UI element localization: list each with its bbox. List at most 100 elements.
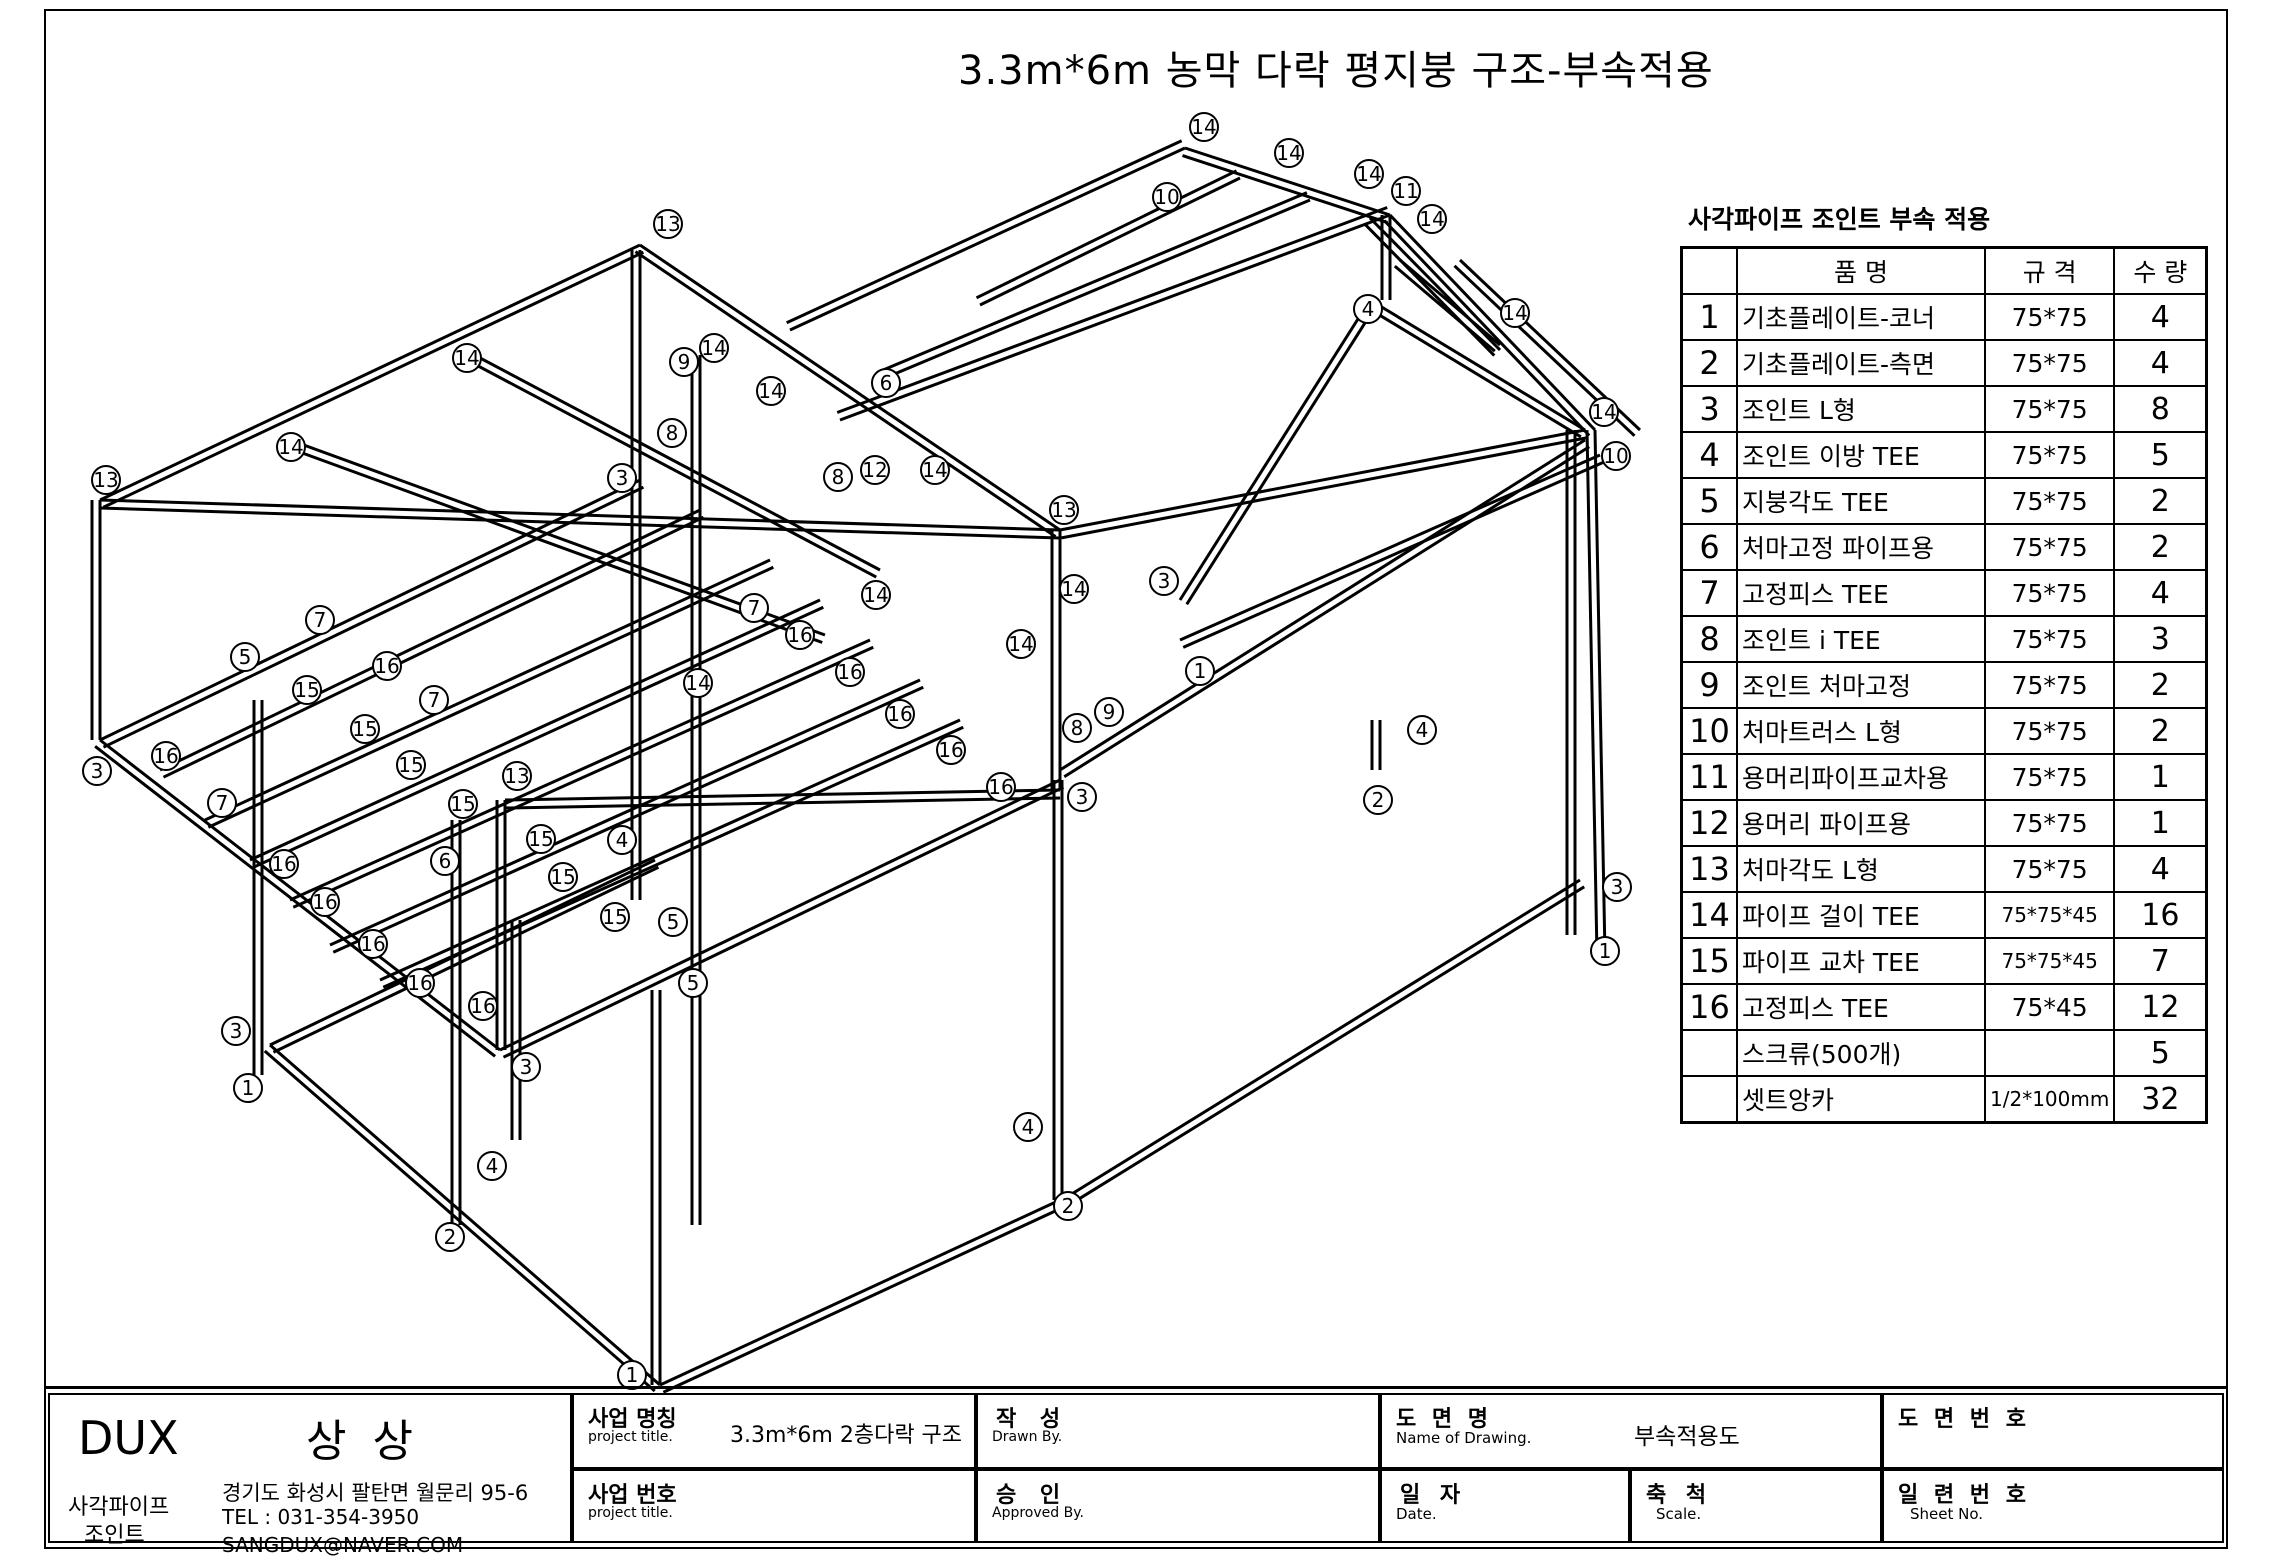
part-callout: 14 [1006, 629, 1036, 659]
part-name: 조인트 이방 TEE [1736, 431, 1986, 479]
part-name: 지붕각도 TEE [1736, 477, 1986, 525]
company-address: 경기도 화성시 팔탄면 월문리 95-6 [222, 1481, 529, 1505]
part-qty: 12 [2113, 983, 2208, 1031]
svg-text:3: 3 [91, 759, 104, 783]
pipe-member [1059, 438, 1586, 772]
part-name: 조인트 i TEE [1736, 615, 1986, 663]
part-callout: 14 [683, 668, 713, 698]
part-callout: 3 [1067, 782, 1097, 812]
part-callout: 14 [1059, 574, 1089, 604]
svg-text:16: 16 [837, 660, 862, 684]
part-callout: 16 [468, 991, 498, 1021]
svg-text:5: 5 [667, 910, 680, 934]
part-callout: 3 [511, 1052, 541, 1082]
svg-text:15: 15 [528, 827, 553, 851]
part-callout: 8 [823, 462, 853, 492]
pipe-member [1383, 219, 1591, 437]
part-spec: 75*75 [1983, 385, 2116, 433]
svg-text:14: 14 [701, 336, 726, 360]
svg-text:11: 11 [1393, 179, 1418, 203]
pipe-member [382, 725, 964, 989]
part-name: 조인트 L형 [1736, 385, 1986, 433]
part-callout: 13 [1049, 495, 1079, 525]
part-callout: 4 [1013, 1112, 1043, 1142]
svg-text:5: 5 [239, 645, 252, 669]
part-qty: 16 [2113, 891, 2208, 939]
svg-text:2: 2 [1372, 788, 1385, 812]
svg-text:15: 15 [450, 792, 475, 816]
pipe-member [659, 1198, 1061, 1387]
svg-text:14: 14 [278, 435, 303, 459]
part-callout: 3 [1149, 566, 1179, 596]
header-name: 품 명 [1736, 246, 1986, 295]
pipe-member [1065, 885, 1585, 1209]
part-spec: 75*75 [1983, 431, 2116, 479]
part-spec: 75*75*45 [1983, 937, 2116, 985]
svg-text:9: 9 [678, 350, 691, 374]
header-no [1680, 246, 1738, 295]
part-name: 고정피스 TEE [1736, 569, 1986, 617]
date-box: 일 자 Date. [1380, 1469, 1630, 1543]
svg-text:3: 3 [520, 1055, 533, 1079]
pipe-member [332, 685, 924, 954]
pipe-member [1388, 213, 1597, 432]
part-callout: 14 [1189, 112, 1219, 142]
pipe-member [329, 678, 921, 947]
svg-text:14: 14 [1008, 632, 1033, 656]
company-name-kr: 상 상 [306, 1416, 419, 1467]
part-callout: 8 [657, 418, 687, 448]
pipe-member [162, 515, 705, 779]
part-name: 조인트 처마고정 [1736, 661, 1986, 709]
part-callout: 16 [405, 968, 435, 998]
svg-text:9: 9 [1103, 700, 1116, 724]
svg-text:13: 13 [504, 764, 529, 788]
pipe-member [102, 485, 645, 749]
svg-text:7: 7 [428, 688, 441, 712]
approved-by-box: 승 인 Approved By. [976, 1469, 1380, 1543]
part-qty: 8 [2113, 385, 2208, 433]
part-callout: 15 [292, 675, 322, 705]
pipe-member [249, 598, 821, 862]
svg-text:2: 2 [1062, 1194, 1075, 1218]
part-no: 12 [1680, 799, 1738, 847]
part-spec: 75*45 [1983, 983, 2116, 1031]
part-callout: 13 [91, 465, 121, 495]
part-callout: 14 [1500, 298, 1530, 328]
pipe-member [379, 718, 961, 982]
svg-text:12: 12 [862, 458, 887, 482]
part-name: 파이프 걸이 TEE [1736, 891, 1986, 939]
pipe-member [1178, 299, 1372, 601]
svg-text:1: 1 [242, 1076, 255, 1100]
pipe-member [505, 796, 1061, 810]
svg-text:16: 16 [271, 852, 296, 876]
svg-text:16: 16 [153, 744, 178, 768]
svg-text:14: 14 [1191, 115, 1216, 139]
svg-text:4: 4 [1022, 1115, 1035, 1139]
part-callout: 1 [617, 1360, 647, 1390]
pipe-member [979, 176, 1241, 307]
part-callout: 9 [669, 347, 699, 377]
part-callout: 2 [1053, 1191, 1083, 1221]
company-tel: TEL : 031-354-3950 [222, 1505, 420, 1529]
header-spec: 규 격 [1983, 246, 2116, 295]
svg-text:15: 15 [398, 753, 423, 777]
pipe-member [1061, 878, 1581, 1202]
part-qty: 1 [2113, 753, 2208, 801]
part-spec: 75*75 [1983, 799, 2116, 847]
part-spec: 75*75 [1983, 293, 2116, 341]
part-no: 9 [1680, 661, 1738, 709]
svg-text:15: 15 [294, 678, 319, 702]
svg-text:16: 16 [938, 738, 963, 762]
svg-text:4: 4 [486, 1154, 499, 1178]
part-callout: 14 [1354, 159, 1384, 189]
